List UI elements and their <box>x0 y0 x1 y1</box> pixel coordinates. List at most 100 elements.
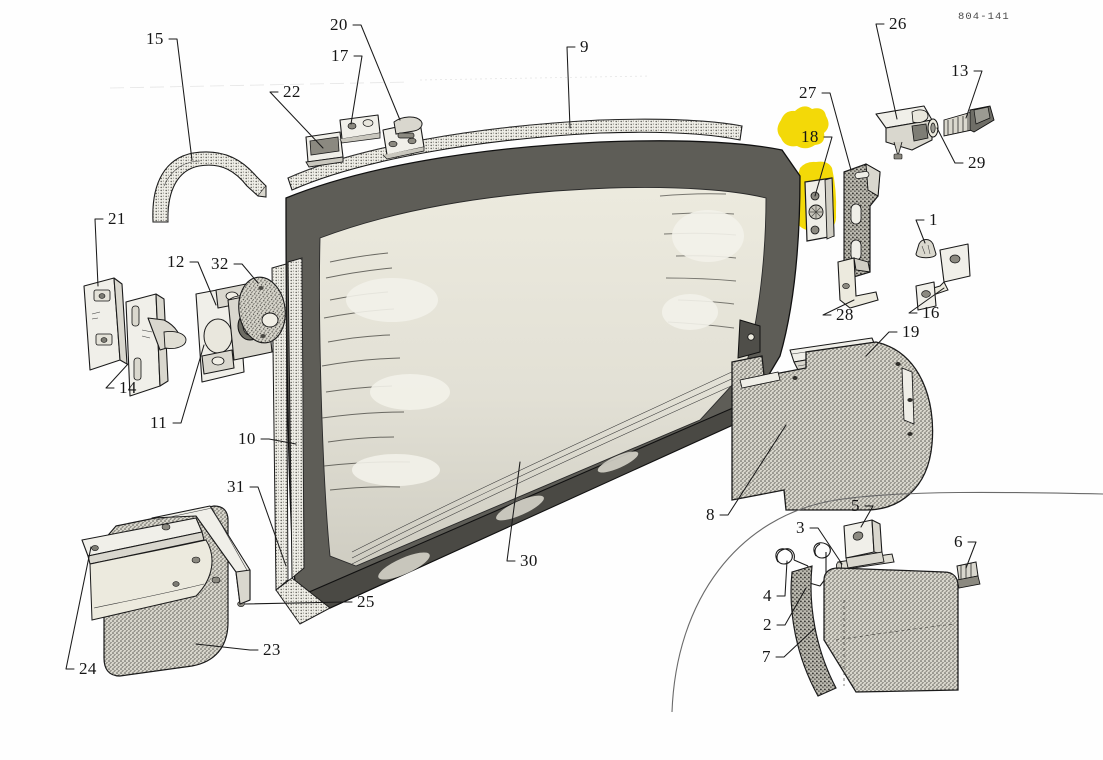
leader-line <box>189 261 217 306</box>
callout-26: 26 <box>875 14 907 120</box>
leader-line <box>350 55 363 125</box>
callout-label: 17 <box>331 46 349 65</box>
callout-3: 3 <box>796 518 843 565</box>
part-01-rivet-plug <box>915 239 937 259</box>
callout-7: 7 <box>762 627 816 666</box>
leader-line <box>233 263 259 284</box>
leader-line <box>821 92 852 171</box>
callout-1: 1 <box>915 210 938 244</box>
part-32-lock-escutcheon-gasket <box>238 276 286 344</box>
leader-line <box>860 505 874 528</box>
callout-label: 32 <box>211 254 229 273</box>
callout-label: 16 <box>922 303 940 322</box>
callout-label: 6 <box>954 532 963 551</box>
callout-label: 24 <box>79 659 97 678</box>
callout-label: 19 <box>902 322 920 341</box>
mudflap-front-assembly <box>81 505 251 677</box>
callout-13: 13 <box>951 61 983 119</box>
callout-label: 7 <box>762 647 771 666</box>
part-16-stay-bracket <box>915 243 971 311</box>
door-highlights <box>346 210 744 486</box>
callout-20: 20 <box>330 15 401 121</box>
part-28-u-clip-bracket <box>837 257 879 309</box>
callout-31: 31 <box>227 477 287 567</box>
leader-line <box>822 299 855 316</box>
leader-line <box>776 587 807 626</box>
part-02-mudflap-rear <box>823 567 959 693</box>
callout-label: 10 <box>238 429 256 448</box>
callout-25: 25 <box>244 592 374 611</box>
callout-label: 12 <box>167 252 185 271</box>
callout-label: 1 <box>929 210 938 229</box>
callout-12: 12 <box>167 252 217 306</box>
callout-label: 8 <box>706 505 715 524</box>
part-09-upper-weatherstrip <box>287 118 743 191</box>
part-05-hinge-tab <box>843 519 885 569</box>
callout-30: 30 <box>506 461 537 570</box>
callout-18: 18 <box>801 127 833 197</box>
callout-label: 9 <box>580 37 589 56</box>
callout-14: 14 <box>105 363 136 397</box>
callout-5: 5 <box>851 496 874 528</box>
highlight-blob-label <box>777 106 829 149</box>
callout-4: 4 <box>763 560 788 605</box>
sill-highlights <box>378 451 639 580</box>
part-17-small-bracket-plate <box>339 114 381 144</box>
leader-line <box>908 287 945 314</box>
callout-8: 8 <box>706 424 787 524</box>
callout-19: 19 <box>865 322 920 357</box>
leader-line <box>94 218 104 287</box>
callout-28: 28 <box>822 299 855 324</box>
leader-line <box>915 219 926 244</box>
leader-line <box>776 560 788 597</box>
part-15-window-frame-seal-corner <box>152 151 267 223</box>
leader-line <box>168 38 193 161</box>
callout-29: 29 <box>936 127 985 172</box>
leader-line <box>809 527 843 565</box>
leader-line <box>260 438 297 445</box>
leader-line <box>244 601 353 605</box>
callout-label: 13 <box>951 61 969 80</box>
registration-marks <box>109 75 651 89</box>
part-18-lock-striker-plate <box>804 177 835 242</box>
callout-16: 16 <box>908 287 945 322</box>
part-08-wheelhouse-liner <box>731 341 934 511</box>
leader-line <box>195 643 259 651</box>
part-29-washer <box>927 118 939 138</box>
leader-line <box>352 24 401 121</box>
leader-line <box>875 23 898 120</box>
callout-label: 18 <box>801 127 819 146</box>
callout-22: 22 <box>269 82 324 149</box>
callout-label: 27 <box>799 83 817 102</box>
callout-label: 3 <box>796 518 805 537</box>
part-25-mudflap-mounting-bracket <box>151 505 251 607</box>
part-13-hinge-bolt <box>943 105 995 137</box>
callout-label: 4 <box>763 586 772 605</box>
part-26-hinge-bracket <box>875 105 933 160</box>
part-14-latch-lever-bracket <box>125 293 187 397</box>
callout-21: 21 <box>94 209 125 287</box>
callout-32: 32 <box>211 254 259 284</box>
callout-6: 6 <box>954 532 977 569</box>
leader-line <box>65 546 92 670</box>
leader-line <box>269 91 324 149</box>
leader-line <box>965 541 977 569</box>
leader-line <box>172 344 205 424</box>
callout-label: 26 <box>889 14 907 33</box>
leader-line <box>965 70 983 119</box>
callout-10: 10 <box>238 429 297 448</box>
callout-label: 28 <box>836 305 854 324</box>
drawing-number: 804-141 <box>958 11 1010 23</box>
callout-27: 27 <box>799 83 852 171</box>
callout-label: 5 <box>851 496 860 515</box>
leader-line <box>249 486 287 567</box>
callout-label: 2 <box>763 615 772 634</box>
callout-17: 17 <box>331 46 363 125</box>
leader-line <box>814 136 833 197</box>
leader-line <box>865 331 898 357</box>
leader-line <box>775 627 816 658</box>
part-21-latch-strike-plate <box>83 277 128 371</box>
part-20-door-check-bracket <box>382 116 425 160</box>
callout-label: 11 <box>150 413 167 432</box>
